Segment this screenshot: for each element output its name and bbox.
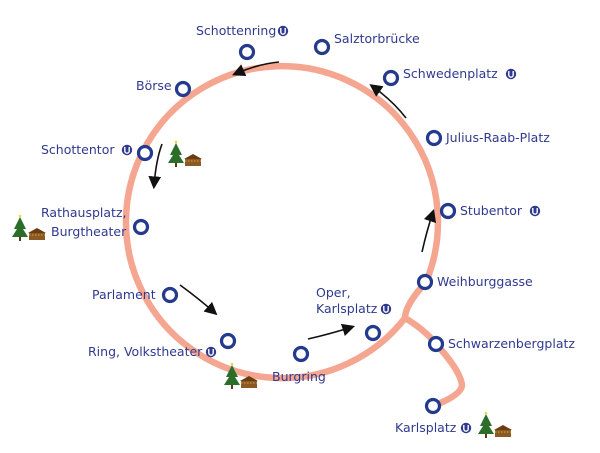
station-label: Rathausplatz,: [41, 205, 127, 220]
station-label: Börse: [136, 78, 172, 93]
station-parlament[interactable]: Parlament: [92, 286, 179, 304]
station-schottenring[interactable]: Schottenring: [196, 23, 289, 61]
direction-arrow-icon: [148, 143, 163, 190]
u-bahn-icon: [505, 68, 517, 80]
station-oper-karlsplatz[interactable]: Oper,Karlsplatz: [316, 285, 392, 342]
direction-arrow-icon: [307, 323, 356, 340]
direction-arrow-icon: [179, 284, 218, 316]
u-bahn-icon: [460, 422, 472, 434]
ring-line: [122, 62, 442, 382]
station-schwedenplatz[interactable]: Schwedenplatz: [382, 66, 517, 87]
branch-line: [401, 314, 466, 410]
u-bahn-icon: [277, 25, 289, 37]
station-burgring[interactable]: Burgring: [223, 345, 326, 390]
station-label: Burgtheater: [51, 224, 127, 239]
u-bahn-icon: [205, 346, 217, 358]
station-ring-volkstheater[interactable]: Ring, Volkstheater: [88, 332, 237, 360]
station-salztorbruecke[interactable]: Salztorbrücke: [313, 31, 420, 56]
direction-arrow-icon: [232, 61, 280, 77]
station-label: Schwedenplatz: [403, 66, 498, 81]
station-rathausplatz-burgtheater[interactable]: Rathausplatz, Burgtheater: [11, 205, 150, 242]
station-boerse[interactable]: Börse: [136, 78, 192, 98]
u-bahn-icon: [121, 144, 133, 156]
station-label: Julius-Raab-Platz: [445, 130, 550, 145]
station-weihburggasse[interactable]: Weihburggasse: [416, 273, 534, 291]
direction-arrow-icon: [369, 84, 407, 119]
station-label: Karlsplatz: [395, 420, 457, 435]
station-label: Stubentor: [460, 203, 523, 218]
station-label: Oper,: [316, 285, 351, 300]
station-label: Salztorbrücke: [334, 31, 420, 46]
station-label: Schottentor: [41, 142, 115, 157]
station-stubentor[interactable]: Stubentor: [439, 202, 541, 220]
station-label: Parlament: [92, 287, 156, 302]
station-label: Karlsplatz: [316, 301, 378, 316]
station-label: Burgring: [272, 369, 326, 384]
station-label: Schwarzenbergplatz: [448, 336, 575, 351]
station-karlsplatz[interactable]: Karlsplatz: [395, 397, 513, 439]
u-bahn-icon: [380, 303, 392, 315]
christmas-market-icon: [477, 411, 513, 439]
u-bahn-icon: [529, 205, 541, 217]
station-label: Ring, Volkstheater: [88, 344, 203, 359]
station-julius-raab-platz[interactable]: Julius-Raab-Platz: [425, 129, 551, 147]
station-label: Weihburggasse: [437, 274, 533, 289]
direction-arrow-icon: [421, 208, 437, 253]
station-label: Schottenring: [196, 23, 276, 38]
christmas-market-icon: [167, 140, 203, 168]
station-schwarzenbergplatz[interactable]: Schwarzenbergplatz: [427, 335, 576, 353]
station-schottentor[interactable]: Schottentor: [41, 140, 203, 168]
